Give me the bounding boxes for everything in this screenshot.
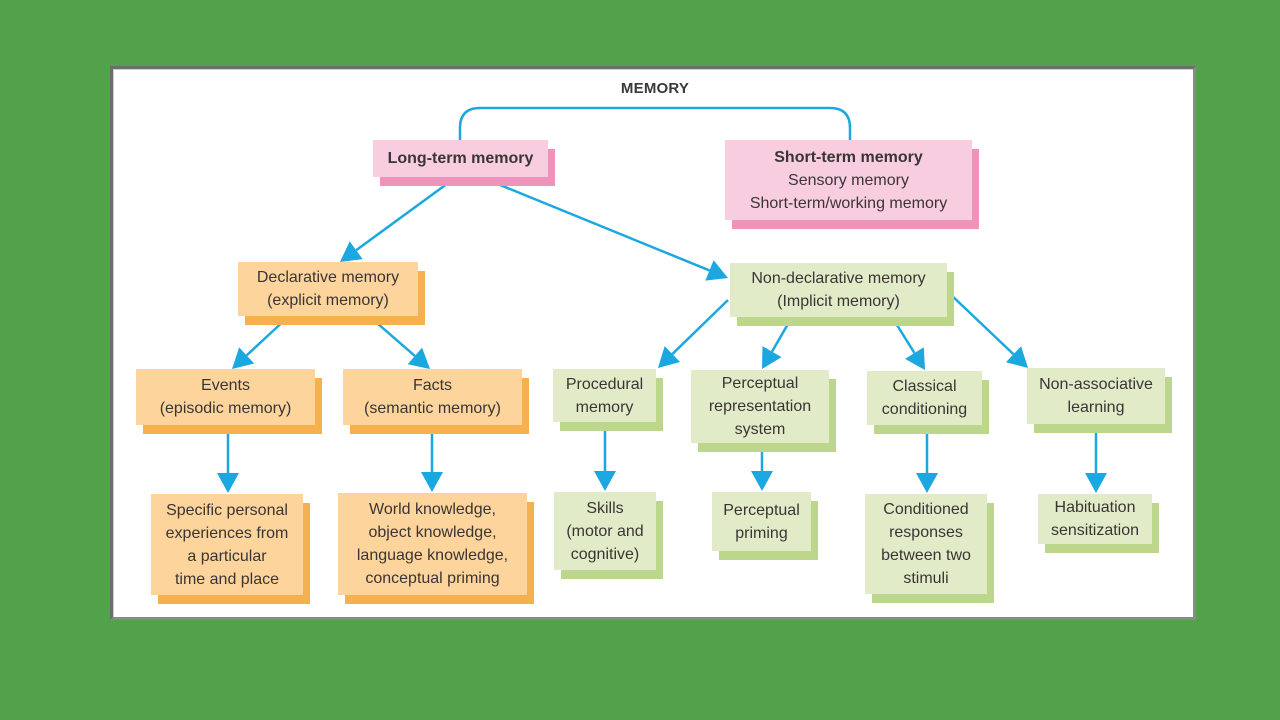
node-classical-conditioning: Classical conditioning — [867, 371, 989, 434]
node-label: Short-term/working memory — [749, 194, 948, 212]
node-conditioned-responses: Conditioned responses between two stimul… — [865, 494, 994, 603]
node-non-associative-learning: Non-associative learning — [1027, 368, 1172, 433]
node-label: (explicit memory) — [267, 292, 389, 309]
node-label: Non-declarative memory — [751, 270, 926, 287]
node-label: Perceptual — [721, 375, 799, 392]
node-face — [343, 369, 522, 425]
node-perceptual-representation-system: Perceptual representation system — [691, 370, 836, 452]
node-label: (episodic memory) — [159, 400, 292, 417]
node-non-declarative-memory: Non-declarative memory (Implicit memory) — [730, 263, 954, 326]
node-label: Non-associative — [1039, 376, 1153, 393]
node-label: (motor and — [566, 522, 644, 540]
node-face — [151, 494, 303, 595]
node-label: cognitive) — [570, 545, 640, 563]
node-declarative-memory: Declarative memory (explicit memory) — [238, 262, 425, 325]
diagram-title: MEMORY — [620, 80, 690, 97]
node-label: a particular — [187, 547, 267, 565]
node-label: World knowledge, — [369, 501, 496, 518]
node-label: Specific personal — [166, 501, 288, 519]
node-label: Classical — [892, 378, 957, 395]
node-world-knowledge: World knowledge, object knowledge, langu… — [338, 493, 534, 604]
node-label: sensitization — [1050, 522, 1140, 539]
node-face — [136, 369, 315, 425]
node-label: conceptual priming — [365, 570, 500, 587]
node-label: between two — [881, 547, 971, 564]
node-label: Sensory memory — [788, 171, 909, 189]
node-face — [1038, 494, 1152, 544]
node-face — [553, 369, 656, 422]
node-label: Habituation — [1054, 499, 1136, 516]
node-label: time and place — [174, 570, 280, 588]
node-label: learning — [1067, 399, 1125, 416]
node-face — [373, 140, 548, 177]
node-label: language knowledge, — [356, 547, 509, 564]
node-label: conditioning — [881, 401, 968, 418]
node-face — [238, 262, 418, 316]
node-specific-personal-experiences: Specific personal experiences from a par… — [151, 494, 310, 604]
node-facts: Facts (semantic memory) — [343, 369, 529, 434]
node-label: object knowledge, — [368, 524, 497, 541]
node-label: Events — [201, 377, 250, 394]
node-face — [865, 494, 987, 594]
node-face — [1027, 368, 1165, 424]
node-label: (semantic memory) — [364, 400, 501, 417]
node-label: (Implicit memory) — [777, 293, 900, 310]
node-label: priming — [735, 524, 788, 542]
node-label: representation — [708, 398, 812, 415]
node-long-term-memory: Long-term memory — [373, 140, 555, 186]
node-habituation-sensitization: Habituation sensitization — [1038, 494, 1159, 553]
node-short-term-memory: Short-term memory Sensory memory Short-t… — [725, 140, 979, 229]
node-label: Facts — [412, 377, 453, 394]
node-perceptual-priming: Perceptual priming — [712, 492, 818, 560]
node-label: Skills — [586, 499, 624, 517]
node-label: experiences from — [165, 524, 289, 542]
node-label: Declarative memory — [256, 269, 400, 286]
node-face — [867, 371, 982, 425]
node-face — [554, 492, 656, 570]
node-label: stimuli — [903, 570, 949, 587]
node-events: Events (episodic memory) — [136, 369, 322, 434]
node-label: Procedural — [565, 375, 644, 393]
node-label: Perceptual — [723, 501, 800, 519]
node-face — [691, 370, 829, 443]
node-label: Short-term memory — [774, 148, 923, 166]
node-skills: Skills (motor and cognitive) — [554, 492, 663, 579]
node-label: system — [734, 421, 786, 438]
node-label: Conditioned — [883, 501, 969, 518]
node-face — [338, 493, 527, 595]
node-procedural-memory: Procedural memory — [553, 369, 663, 431]
node-face — [730, 263, 947, 317]
node-label: Long-term memory — [387, 150, 534, 167]
node-face — [725, 140, 972, 220]
node-label: responses — [889, 524, 963, 541]
node-label: memory — [575, 398, 634, 416]
node-face — [712, 492, 811, 551]
